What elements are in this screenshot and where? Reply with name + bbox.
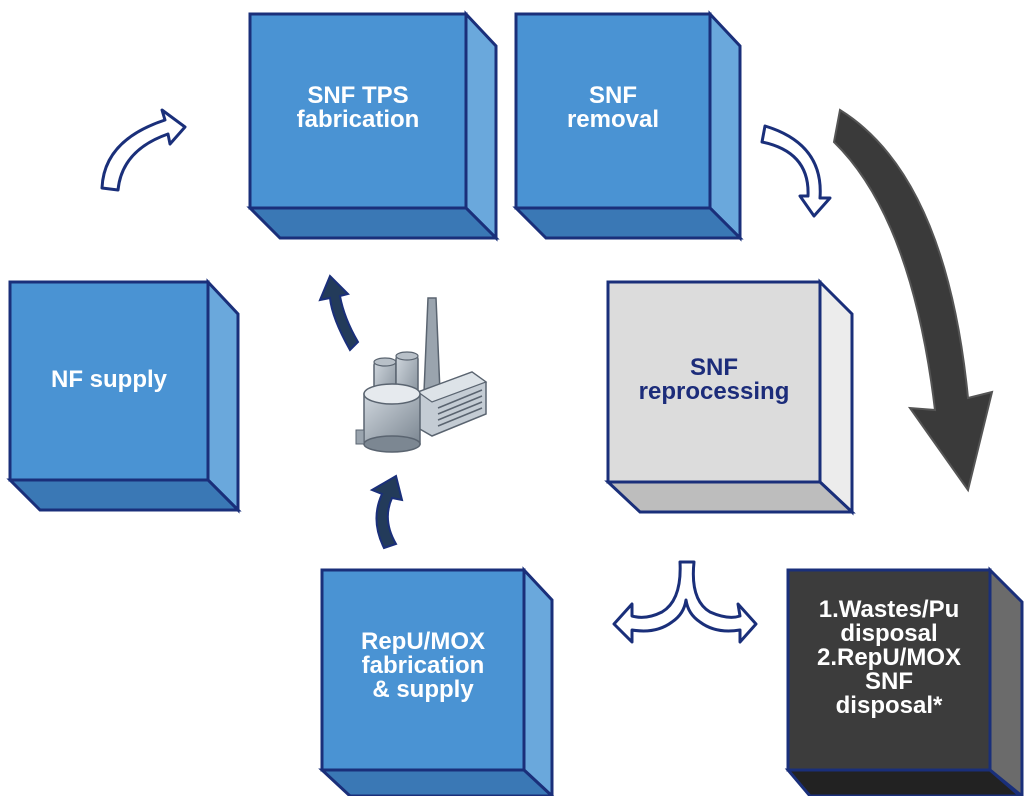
label-snf-reprocessing: SNF reprocessing bbox=[638, 354, 790, 405]
box-side bbox=[464, 10, 498, 242]
label-snf-tps-fabrication: SNF TPS fabrication bbox=[296, 82, 420, 133]
box-bottom bbox=[318, 768, 555, 796]
curved-arrow-icon bbox=[100, 108, 187, 192]
box-front bbox=[320, 568, 526, 772]
box-snf-reprocessing bbox=[604, 278, 856, 516]
box-snf-removal bbox=[512, 10, 744, 242]
curved-arrow-icon bbox=[369, 474, 404, 550]
box-front bbox=[786, 568, 992, 772]
label-repu-mox-fabrication: RepU/MOX fabrication & supply bbox=[360, 628, 485, 703]
box-side bbox=[206, 278, 240, 514]
label-nf-supply: NF supply bbox=[50, 366, 167, 393]
box-bottom bbox=[6, 478, 242, 512]
label-disposal: 1.Wastes/Pu disposal 2.RepU/MOX SNF disp… bbox=[816, 596, 962, 719]
box-disposal bbox=[784, 566, 1024, 796]
box-bottom bbox=[246, 206, 500, 240]
box-side bbox=[522, 566, 554, 796]
reprocessing-plant-icon bbox=[355, 297, 488, 453]
box-side bbox=[988, 566, 1024, 796]
fork-arrow-icon bbox=[612, 560, 758, 644]
box-front bbox=[248, 12, 468, 210]
label-snf-removal: SNF removal bbox=[566, 82, 660, 133]
box-front bbox=[8, 280, 210, 482]
box-front bbox=[606, 280, 822, 484]
box-repu-mox-fabrication bbox=[318, 566, 555, 796]
box-bottom bbox=[512, 206, 744, 240]
box-nf-supply bbox=[6, 278, 242, 514]
box-snf-tps-fabrication bbox=[246, 10, 500, 242]
big-curved-arrow-icon bbox=[832, 108, 994, 493]
box-bottom bbox=[604, 480, 856, 514]
curved-arrow-icon bbox=[318, 274, 360, 352]
box-side bbox=[818, 278, 854, 516]
curved-arrow-icon bbox=[760, 124, 832, 218]
box-front bbox=[514, 12, 712, 210]
box-bottom bbox=[784, 768, 1023, 796]
box-side bbox=[708, 10, 742, 242]
